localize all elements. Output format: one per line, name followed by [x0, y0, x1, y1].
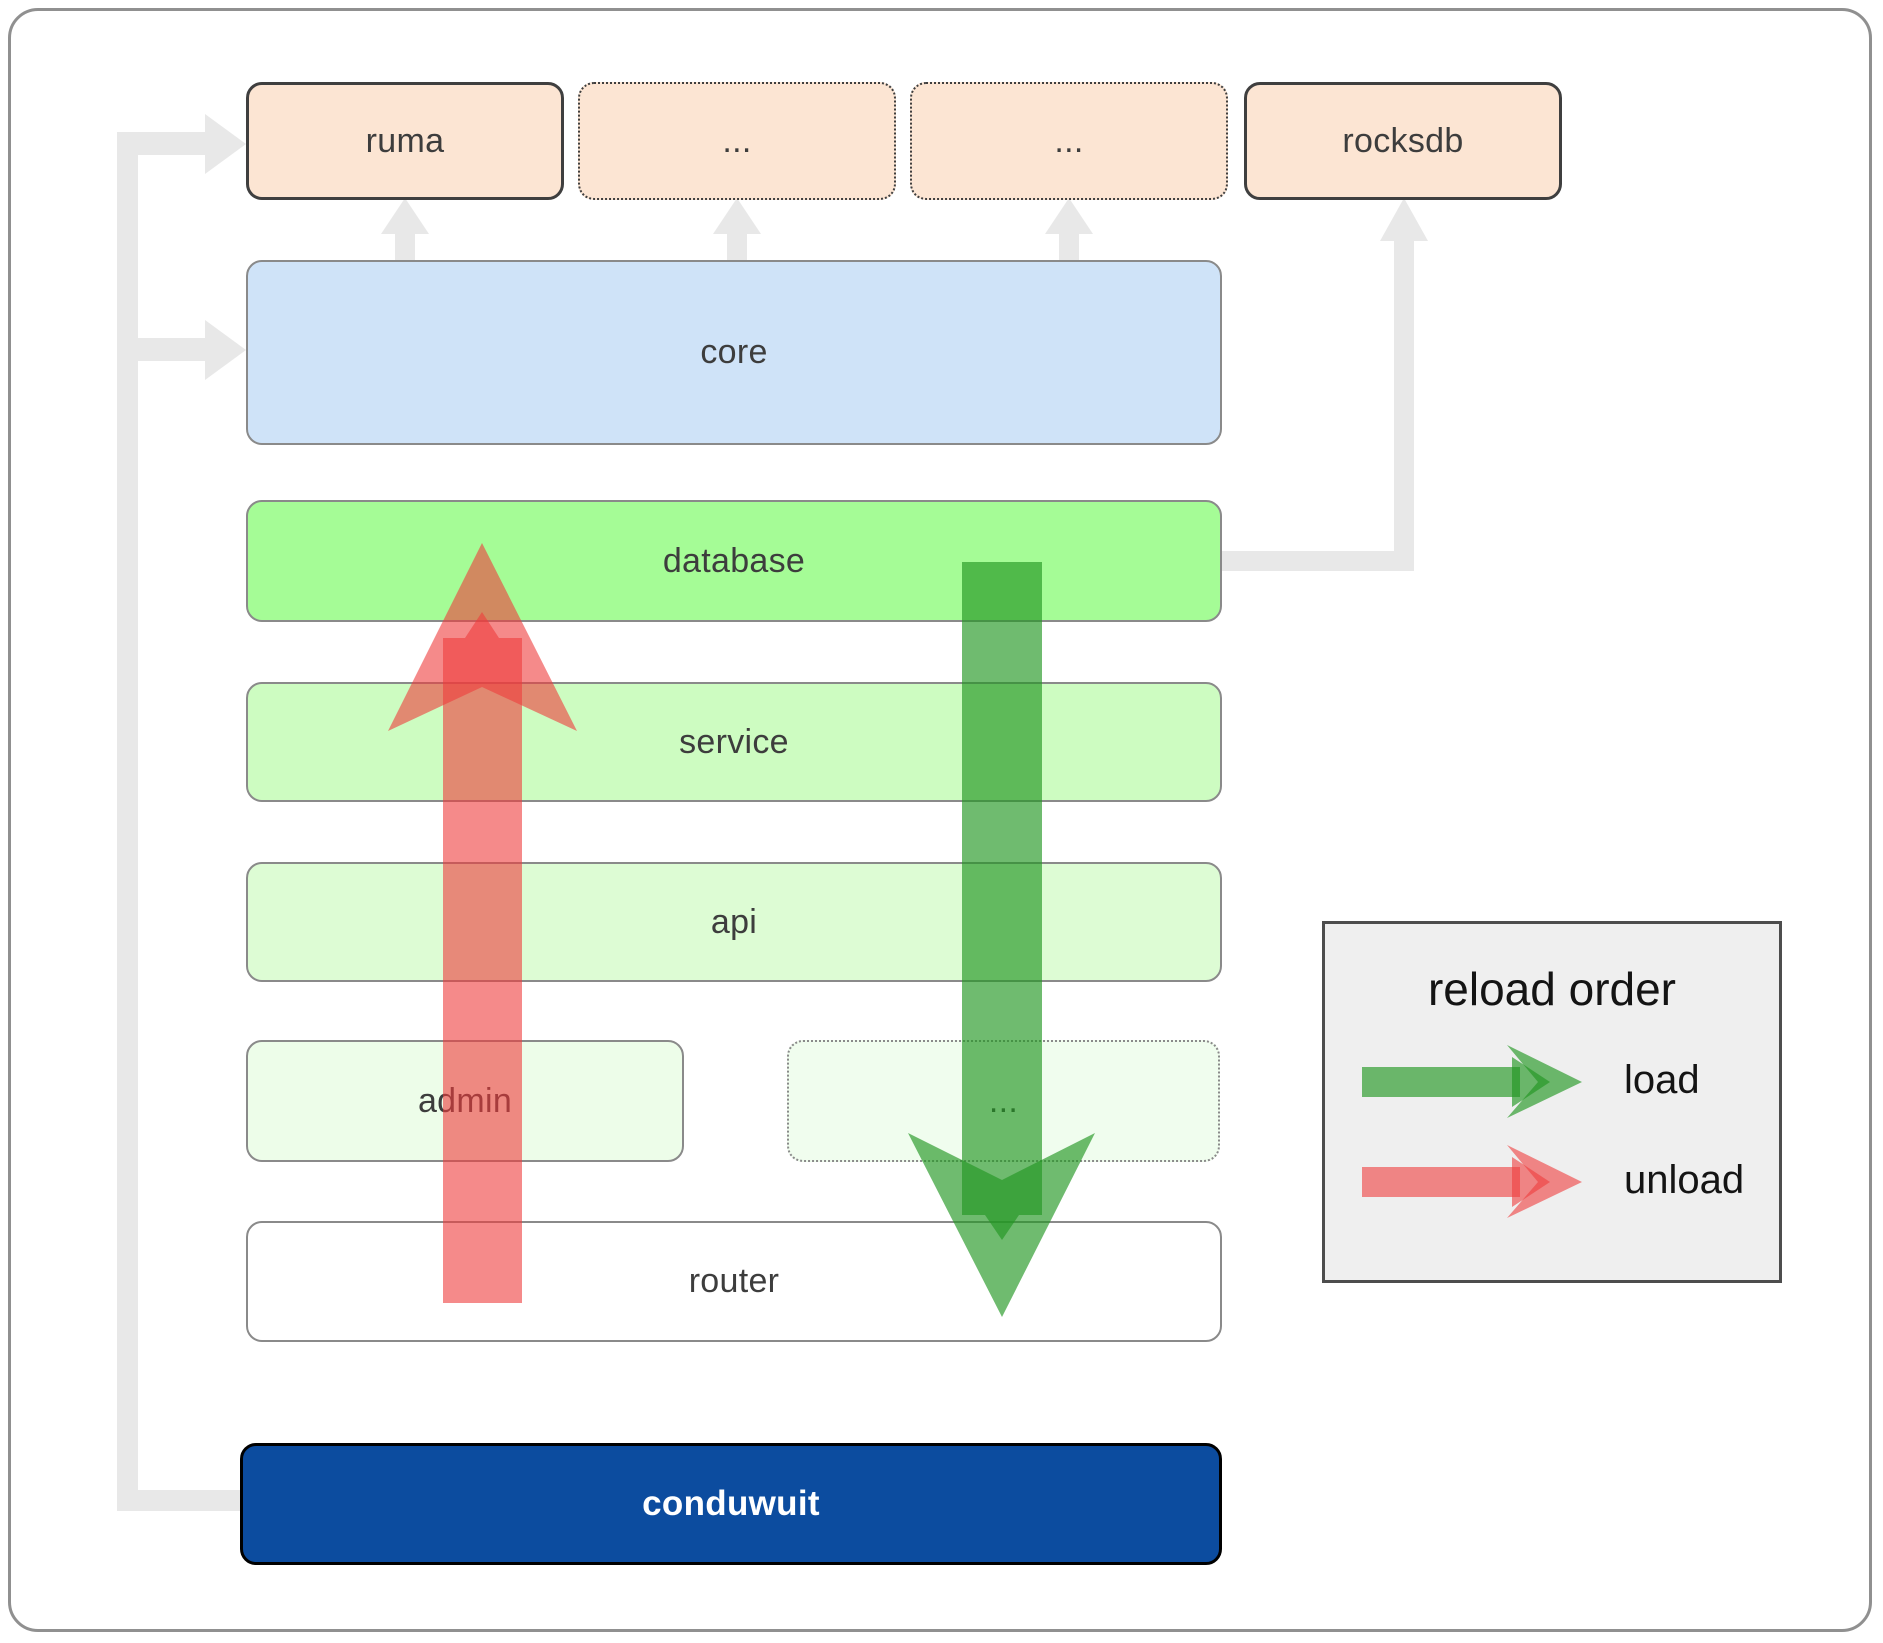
node-service: service	[246, 682, 1222, 802]
node-api: api	[246, 862, 1222, 982]
node-dependency-1: ...	[578, 82, 896, 200]
node-dependency-1-label: ...	[722, 121, 752, 160]
node-dependency-2-label: ...	[1054, 121, 1084, 160]
node-rocksdb-label: rocksdb	[1342, 121, 1464, 160]
node-router: router	[246, 1221, 1222, 1342]
node-admin: admin	[246, 1040, 684, 1162]
node-database: database	[246, 500, 1222, 622]
node-core: core	[246, 260, 1222, 445]
node-core-label: core	[700, 333, 768, 371]
node-service-label: service	[679, 722, 789, 761]
node-ruma: ruma	[246, 82, 564, 200]
node-ruma-label: ruma	[365, 121, 445, 160]
node-conduwuit-label: conduwuit	[642, 1484, 820, 1523]
node-api-label: api	[710, 902, 758, 941]
legend-title: reload order	[1427, 963, 1677, 1015]
outer-frame	[8, 8, 1872, 1632]
node-more-services: ...	[787, 1040, 1220, 1162]
node-conduwuit: conduwuit	[240, 1443, 1222, 1565]
node-admin-label: admin	[417, 1081, 513, 1120]
node-dependency-2: ...	[910, 82, 1228, 200]
node-router-label: router	[688, 1262, 780, 1300]
node-rocksdb: rocksdb	[1244, 82, 1562, 200]
node-database-label: database	[662, 541, 806, 580]
legend-unload-label: unload	[1624, 1158, 1745, 1202]
legend-load-label: load	[1624, 1058, 1700, 1102]
node-more-services-label: ...	[988, 1081, 1019, 1120]
